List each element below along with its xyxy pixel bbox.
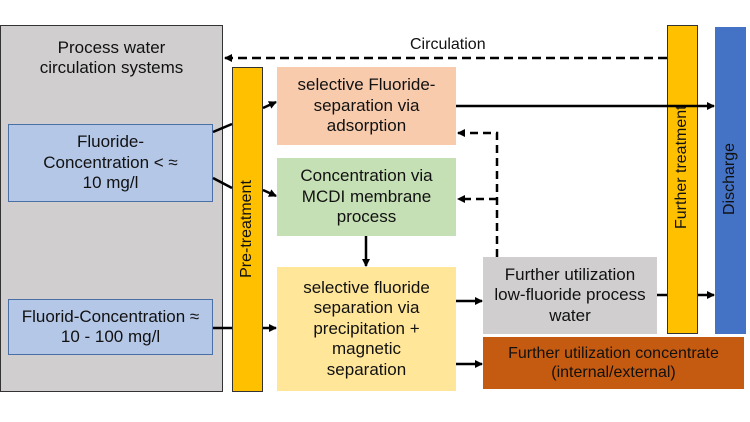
- pretreat-to-mcdi-arrow: [262, 188, 277, 198]
- input-low-fluoride-box: Fluoride-Concentration < ≈ 10 mg/l: [8, 124, 213, 202]
- mcdi-label: Concentration via MCDI membrane process: [300, 166, 433, 227]
- mcdi-box: Concentration via MCDI membrane process: [277, 158, 456, 236]
- input-low-fluoride-label: Fluoride-Concentration < ≈ 10 mg/l: [43, 132, 178, 193]
- utilization-water-label: Further utilization low-fluoride process…: [494, 264, 646, 325]
- precipitation-label: selective fluoride separation via precip…: [303, 278, 430, 379]
- pretreatment-bar: [232, 67, 263, 392]
- input-high-fluoride-box: Fluorid-Concentration ≈ 10 - 100 mg/l: [8, 299, 213, 355]
- pretreatment-label: Pre-treatment: [238, 180, 255, 278]
- process-water-system-label: Process water circulation systems: [39, 38, 184, 78]
- discharge-label: Discharge: [721, 142, 738, 216]
- adsorption-box: selective Fluoride-separation via adsorp…: [277, 67, 456, 145]
- circulation-label: Circulation: [410, 36, 486, 53]
- utilization-water-box: Further utilization low-fluoride process…: [483, 257, 657, 334]
- discharge-bar: [715, 27, 746, 334]
- recirculation-dashed-path: [457, 129, 499, 257]
- input-high-fluoride-label: Fluorid-Concentration ≈ 10 - 100 mg/l: [21, 306, 200, 346]
- precipitation-box: selective fluoride separation via precip…: [277, 267, 456, 391]
- adsorption-label: selective Fluoride-separation via adsorp…: [297, 75, 436, 136]
- pretreat-to-adsorption-arrow: [262, 100, 277, 110]
- further-treatment-label: Further treatment: [673, 105, 690, 229]
- further-treatment-bar: [667, 25, 698, 334]
- utilization-concentrate-label: Further utilization concentrate (interna…: [508, 344, 719, 381]
- utilization-concentrate-box: Further utilization concentrate (interna…: [483, 337, 744, 389]
